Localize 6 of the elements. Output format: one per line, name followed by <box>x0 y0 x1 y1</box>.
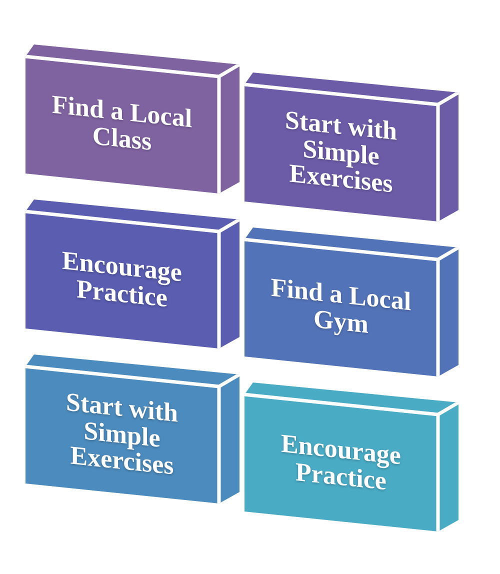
block-label: Encourage Practice <box>61 244 183 314</box>
block-label: Encourage Practice <box>280 427 402 497</box>
block-label: Start with Simple Exercises <box>284 104 398 200</box>
block-label: Find a Local Gym <box>270 272 412 340</box>
block-label: Start with Simple Exercises <box>65 386 179 482</box>
block-label: Find a Local Class <box>50 89 194 158</box>
